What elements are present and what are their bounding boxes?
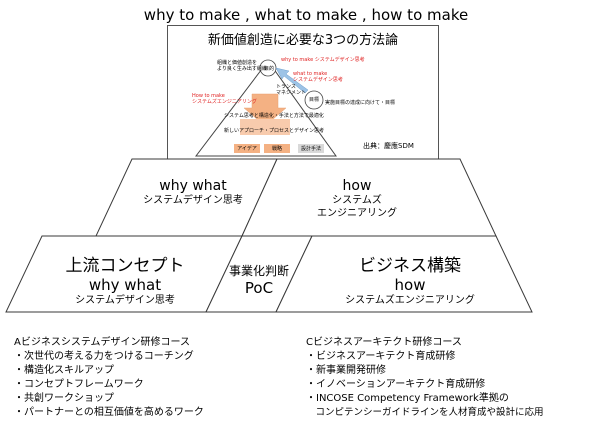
lower-middle-title: 事業化判断	[228, 264, 289, 278]
upper-right-sub-2: エンジニアリング	[317, 208, 397, 219]
lower-left-text: 上流コンセプト why what システムデザイン思考	[40, 251, 210, 307]
bottom-box-label-3: 設計手法	[300, 146, 321, 152]
course-c-item: ・ビジネスアーキテクト育成研修	[306, 351, 456, 362]
lower-middle-text: 事業化判断 PoC	[210, 262, 308, 297]
orange-band	[240, 119, 290, 135]
course-c-item: ・INCOSE Competency Framework準拠の	[306, 393, 509, 404]
band-text-1: システム思考と構造化・手法と方法で最適化	[224, 113, 324, 119]
mid-small-label: トランス マネジメント	[276, 84, 307, 96]
red-label-why: why to make システムデザイン思考	[281, 57, 365, 63]
upper-left-sub: システムデザイン思考	[143, 195, 243, 206]
bottom-box-3	[298, 144, 324, 153]
lower-right-title2: how	[394, 276, 426, 294]
course-a-item: ・共創ワークショップ	[14, 393, 114, 404]
orange-arrow	[243, 93, 287, 127]
lower-right-shape	[275, 235, 533, 313]
bottom-box-1	[234, 144, 260, 153]
lower-right-sub: システムズエンジニアリング	[345, 295, 475, 306]
figure-drawing	[194, 59, 337, 157]
course-a: Aビジネスシステムデザイン研修コース ・次世代の考える力をつけるコーチング ・構…	[14, 336, 304, 420]
lower-middle-title2: PoC	[244, 279, 274, 297]
upper-right-text: how システムズ エンジニアリング	[282, 178, 432, 220]
lower-right-text: ビジネス構築 how システムズエンジニアリング	[320, 251, 500, 307]
course-a-item: ・次世代の考える力をつけるコーチング	[14, 351, 194, 362]
embedded-figure: 新価値創造に必要な3つの方法論 組織と価値創造を より良く生み出す組織 目的 w…	[167, 25, 439, 161]
upper-left-text: why what システムデザイン思考	[118, 178, 268, 207]
lower-left-sub: システムデザイン思考	[75, 295, 175, 306]
course-a-item: ・構造化スキルアップ	[14, 365, 114, 376]
course-c-item: コンピテンシーガイドラインを人材育成や設計に応用	[306, 407, 544, 418]
left-note: 組織と価値創造を より良く生み出す組織	[217, 60, 267, 72]
top-node-label: 目的	[263, 66, 274, 72]
right-note: 実施目標の達成に向けて・目標	[325, 100, 396, 106]
triangle-outline	[194, 60, 337, 157]
upper-right-sub-1: システムズ	[332, 195, 382, 206]
course-c: Cビジネスアーキテクト研修コース ・ビジネスアーキテクト育成研修 ・新事業開発研…	[306, 336, 606, 420]
band-text-2: 新しいアプローチ・プロセスとデザイン思考	[224, 128, 325, 134]
lower-right-title: ビジネス構築	[359, 256, 461, 276]
red-label-what: what to make システムデザイン思考	[293, 71, 343, 83]
course-c-item: ・新事業開発研修	[306, 365, 386, 376]
figure-credit: 出典：慶應SDM	[363, 142, 414, 150]
page-title: why to make , what to make , how to make	[143, 6, 469, 24]
course-a-heading: Aビジネスシステムデザイン研修コース	[14, 337, 191, 348]
lower-left-title2: why what	[88, 276, 162, 294]
red-label-how: How to make システムズエンジニアリング	[192, 93, 257, 105]
right-node-circle	[304, 90, 324, 110]
course-c-heading: Cビジネスアーキテクト研修コース	[306, 337, 462, 348]
figure-title: 新価値創造に必要な3つの方法論	[207, 33, 399, 48]
upper-right-title: how	[342, 178, 372, 194]
bottom-box-label-1: アイデア	[237, 146, 257, 152]
course-a-item: ・パートナーとの相互価値を高めるワーク	[14, 407, 204, 418]
course-c-item: ・イノベーションアーキテクト育成研修	[306, 379, 486, 390]
upper-left-title: why what	[159, 178, 227, 194]
bottom-box-label-2: 戦略	[271, 146, 282, 152]
blue-arrow	[275, 67, 309, 94]
lower-left-title: 上流コンセプト	[65, 256, 185, 276]
right-node-label: 目標	[308, 97, 319, 103]
bottom-box-2	[264, 144, 290, 153]
course-a-item: ・コンセプトフレームワーク	[14, 379, 144, 390]
